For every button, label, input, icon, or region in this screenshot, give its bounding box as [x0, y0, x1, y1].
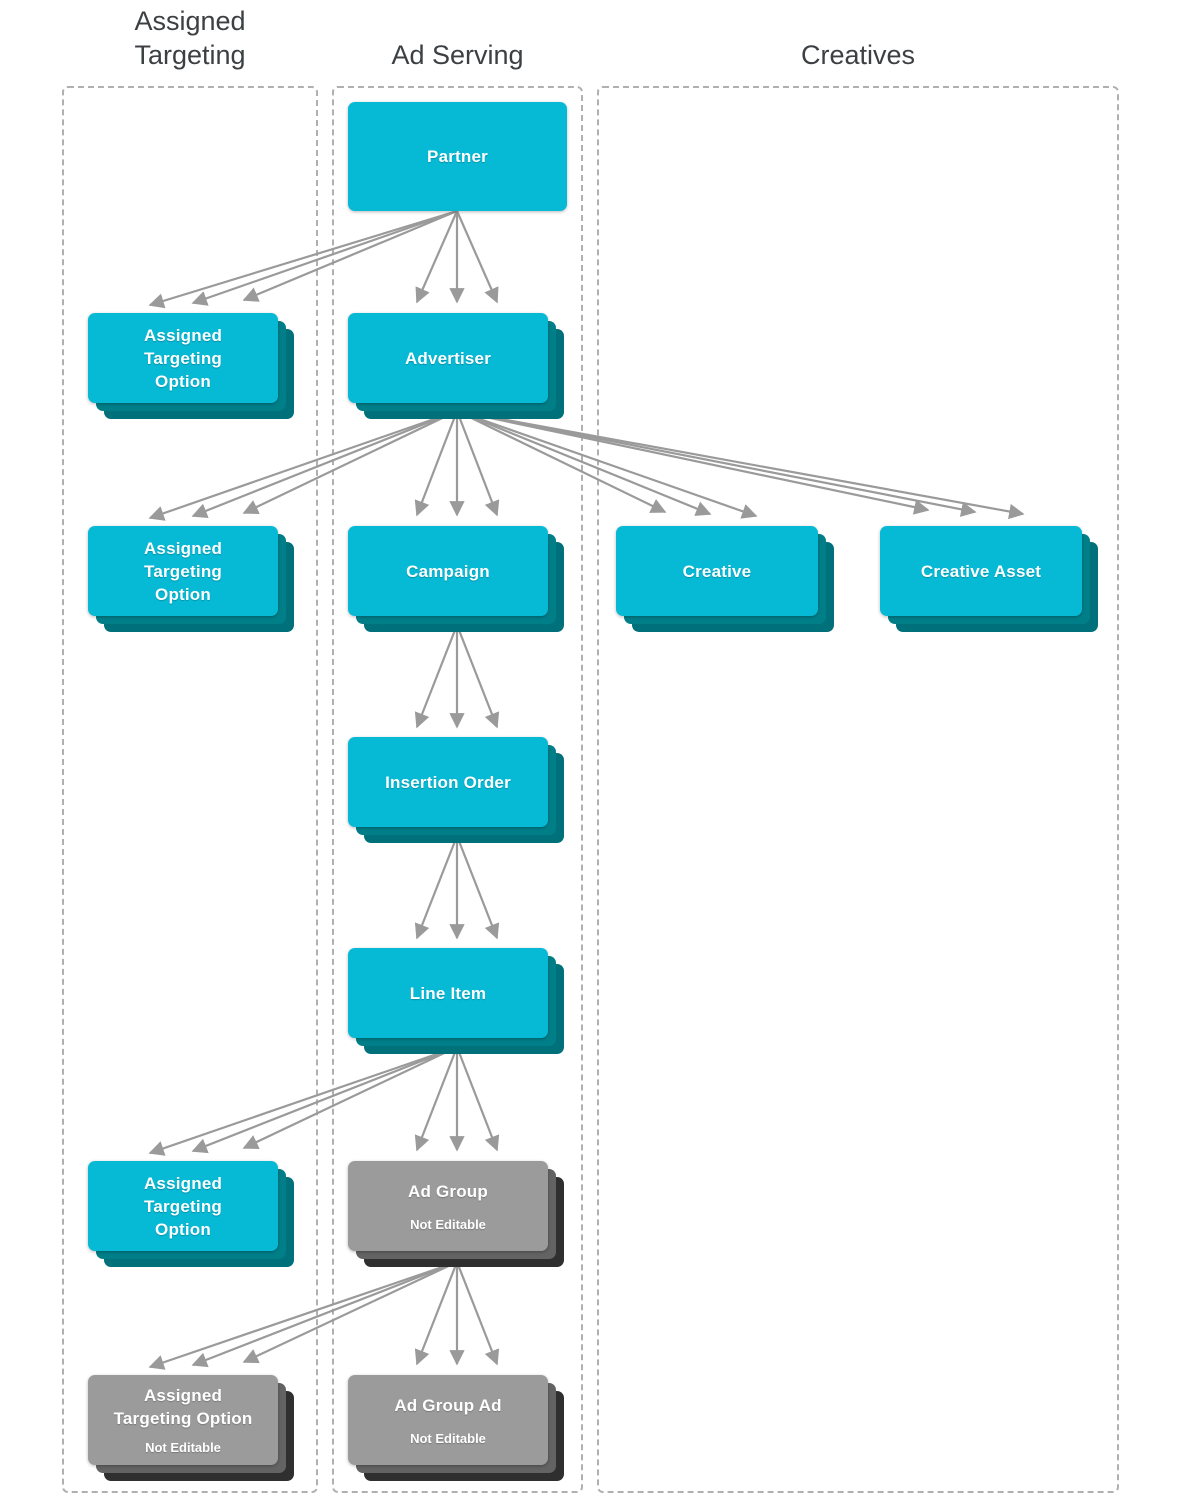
node-card: Advertiser: [348, 313, 548, 403]
node-label: Line Item: [409, 983, 487, 1003]
column-header-creatives: Creatives: [597, 38, 1119, 72]
node-card: Assigned Targeting Option Not Editable: [88, 1375, 278, 1465]
group-container-assigned-targeting: [62, 86, 318, 1493]
node-label: Creative Asset: [920, 561, 1042, 581]
node-label: Advertiser: [404, 348, 492, 368]
node-card: Ad Group Not Editable: [348, 1161, 548, 1251]
column-header-line: Assigned: [134, 6, 246, 36]
node-card: Campaign: [348, 526, 548, 616]
node-partner[interactable]: Partner: [348, 102, 567, 211]
node-sublabel: Not Editable: [410, 1216, 486, 1232]
node-insertion-order[interactable]: Insertion Order: [348, 737, 564, 843]
node-label: Partner: [427, 147, 488, 166]
node-sublabel: Not Editable: [145, 1440, 221, 1455]
group-container-ad-serving: [332, 86, 583, 1493]
node-campaign[interactable]: Campaign: [348, 526, 564, 632]
node-sublabel: Not Editable: [410, 1430, 486, 1446]
node-label: Ad Group: [408, 1181, 488, 1201]
node-card: Insertion Order: [348, 737, 548, 827]
column-header-line: Creatives: [800, 40, 916, 70]
node-label: Ad Group Ad: [394, 1395, 502, 1415]
node-card: Partner: [348, 102, 567, 211]
node-creative[interactable]: Creative: [616, 526, 834, 632]
node-label: Assigned Targeting Option: [143, 325, 223, 391]
node-card: Assigned Targeting Option: [88, 526, 278, 616]
node-ad-group-ad[interactable]: Ad Group Ad Not Editable: [348, 1375, 564, 1481]
node-creative-asset[interactable]: Creative Asset: [880, 526, 1098, 632]
group-container-creatives: [597, 86, 1119, 1493]
column-header-line: Ad Serving: [391, 40, 524, 70]
node-card: Creative Asset: [880, 526, 1082, 616]
node-card: Line Item: [348, 948, 548, 1038]
node-assigned-targeting-option-partner[interactable]: Assigned Targeting Option: [88, 313, 294, 419]
node-label: Insertion Order: [385, 772, 511, 792]
node-assigned-targeting-option-advertiser[interactable]: Assigned Targeting Option: [88, 526, 294, 632]
node-card: Creative: [616, 526, 818, 616]
node-card: Assigned Targeting Option: [88, 313, 278, 403]
node-label: Assigned Targeting Option: [143, 1173, 223, 1239]
node-label: Assigned Targeting Option: [143, 538, 223, 604]
node-label: Campaign: [406, 561, 490, 581]
node-assigned-targeting-option-lineitem[interactable]: Assigned Targeting Option: [88, 1161, 294, 1267]
node-label: Creative: [682, 561, 752, 581]
column-header-assigned-targeting: Assigned Targeting: [62, 4, 318, 72]
node-card: Ad Group Ad Not Editable: [348, 1375, 548, 1465]
node-card: Assigned Targeting Option: [88, 1161, 278, 1251]
node-ad-group[interactable]: Ad Group Not Editable: [348, 1161, 564, 1267]
column-header-ad-serving: Ad Serving: [332, 38, 583, 72]
node-advertiser[interactable]: Advertiser: [348, 313, 564, 419]
column-header-line: Targeting: [134, 40, 246, 70]
node-line-item[interactable]: Line Item: [348, 948, 564, 1054]
node-label: Assigned Targeting Option: [113, 1386, 253, 1428]
node-assigned-targeting-option-adgroup[interactable]: Assigned Targeting Option Not Editable: [88, 1375, 294, 1481]
